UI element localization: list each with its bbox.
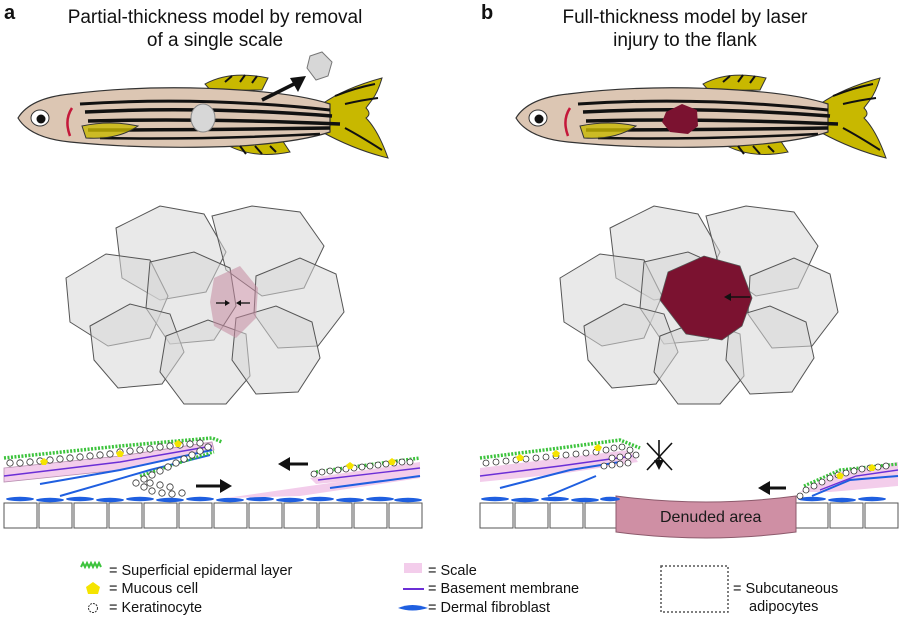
epidermis-icon xyxy=(80,560,102,570)
dotted-box-icon xyxy=(660,565,729,613)
panel-a-title-line-2: of a single scale xyxy=(146,30,284,51)
panel-a-title-line-1: Partial-thickness model by removal xyxy=(67,7,363,28)
denuded-area-label: Denuded area xyxy=(660,509,762,526)
mucous-cells-a xyxy=(40,440,182,465)
adipocyte-row-a xyxy=(3,502,423,529)
mucous-cells-left-b xyxy=(516,444,602,461)
removal-arrow-head xyxy=(290,76,306,92)
panel-b-title-line-1: Full-thickness model by laser xyxy=(562,7,808,28)
denuded-area xyxy=(615,495,797,539)
circle-icon xyxy=(88,603,98,613)
pentagon-icon xyxy=(86,582,100,594)
removal-arrow-shaft xyxy=(261,80,299,102)
laser-wound xyxy=(662,104,698,134)
removed-scale-site xyxy=(190,103,216,133)
legend-dermal-fibroblast: = Dermal fibroblast xyxy=(428,600,551,616)
panel-a-letter: a xyxy=(4,2,16,24)
legend-scale: = Scale xyxy=(428,563,477,579)
removed-scale xyxy=(306,51,333,81)
basement-membrane-a xyxy=(3,445,213,477)
legend-adipocytes: adipocytes xyxy=(749,599,819,615)
fibroblast-layer-a xyxy=(6,496,422,503)
epidermis-left-b xyxy=(479,438,641,460)
panel-b-letter: b xyxy=(481,2,494,24)
fibroblast-layer-b xyxy=(481,496,886,503)
wound-pocket-a xyxy=(210,266,258,338)
scale-cluster-a xyxy=(65,205,345,405)
legend-epidermis: = Superficial epidermal layer xyxy=(109,563,293,579)
spindle-icon xyxy=(398,605,428,611)
mucous-cells-right-b xyxy=(836,464,876,479)
fish-b xyxy=(514,73,888,160)
legend-keratinocyte: = Keratinocyte xyxy=(109,600,203,616)
pink-rect-icon xyxy=(404,563,422,573)
legend-subcutaneous: = Subcutaneous xyxy=(733,581,839,597)
legend-mucous-cell: = Mucous cell xyxy=(109,581,199,597)
panel-a-title: Partial-thickness model by removal of a … xyxy=(25,6,405,52)
panel-b-title: Full-thickness model by laser injury to … xyxy=(520,6,850,52)
epidermis-left-a xyxy=(3,436,223,460)
adipocyte-row-b xyxy=(479,502,899,529)
mucous-cells-right-a xyxy=(346,458,396,469)
legend-basement-membrane: = Basement membrane xyxy=(428,581,580,597)
panel-b-title-line-2: injury to the flank xyxy=(613,30,757,51)
wound-area-b xyxy=(659,255,753,341)
